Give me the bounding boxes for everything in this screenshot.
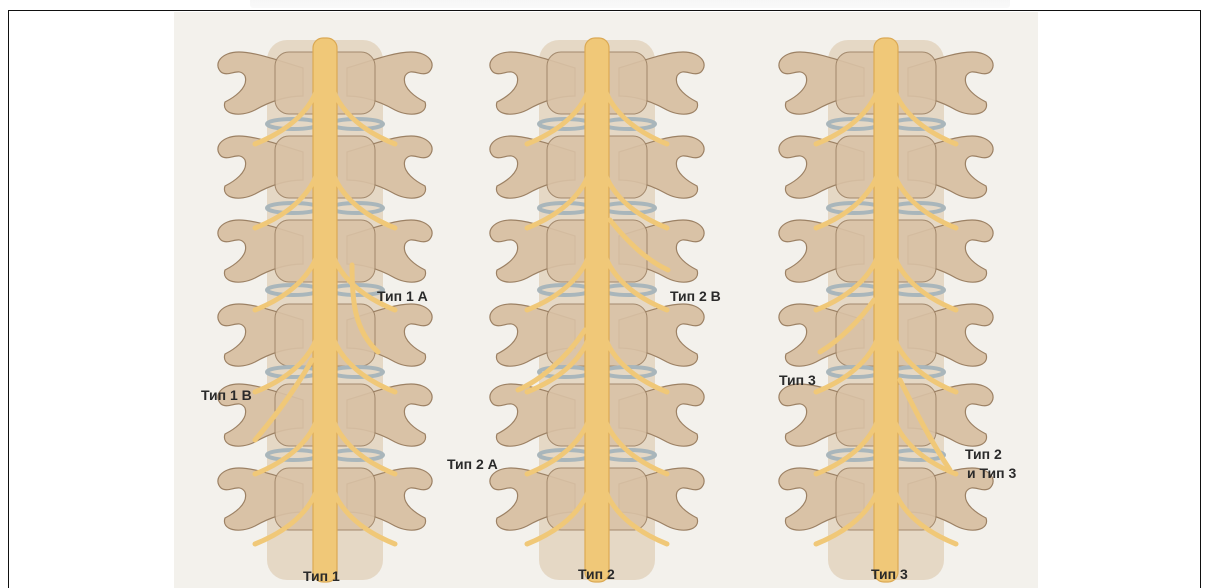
spinal-cord [874, 38, 898, 582]
label-type-2a: Тип 2 А [447, 456, 498, 472]
caption-type-1: Тип 1 [303, 568, 340, 584]
label-type-3-line2: и Тип 3 [967, 465, 1016, 481]
label-type-3-left: Тип 3 [779, 372, 816, 388]
caption-type-3: Тип 3 [871, 566, 908, 582]
label-type-1a: Тип 1 А [377, 288, 428, 304]
label-type-1b: Тип 1 В [201, 387, 252, 403]
caption-type-2: Тип 2 [578, 566, 615, 582]
label-type-2b: Тип 2 В [670, 288, 721, 304]
spinal-cord [585, 38, 609, 582]
spinal-cord [313, 38, 337, 582]
label-type-2-line1: Тип 2 [965, 446, 1002, 462]
